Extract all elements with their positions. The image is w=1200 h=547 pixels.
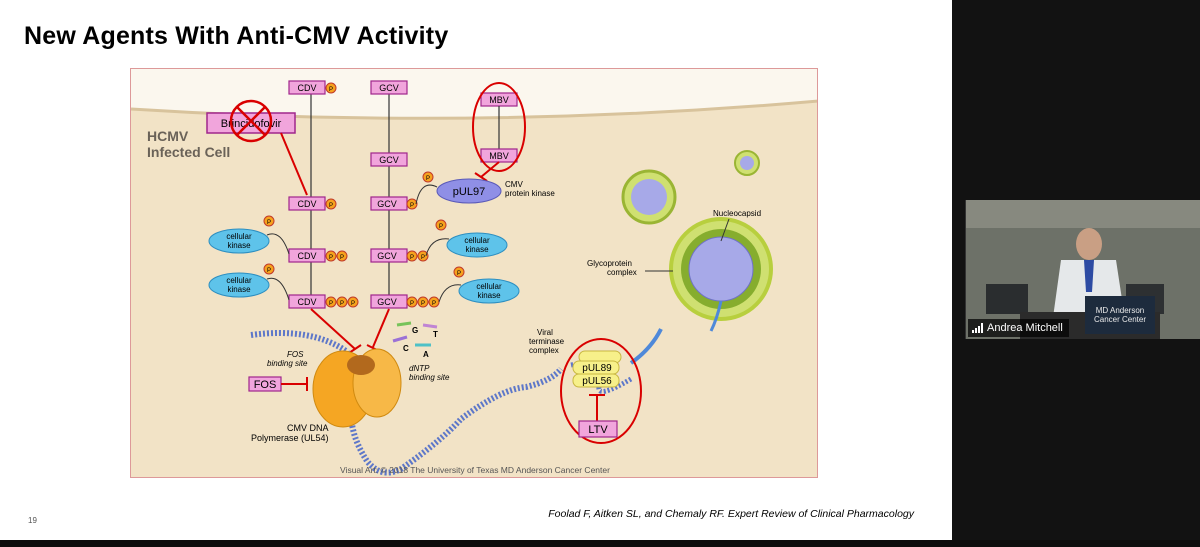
nucleotide-c: C bbox=[403, 344, 409, 353]
cdv-label: CDV bbox=[297, 297, 316, 307]
fos-binding-site-label: binding site bbox=[267, 359, 308, 368]
cdv-column: CDV P CDV P CDV P P CDV P P bbox=[288, 80, 359, 309]
cellular-kinase-label: cellular bbox=[476, 282, 502, 291]
nucleotide-g: G bbox=[412, 326, 418, 335]
wall-logo-line: MD Anderson bbox=[1095, 306, 1145, 315]
cellular-kinase-label: cellular bbox=[464, 236, 490, 245]
wall-logo-line: Cancer Center bbox=[1093, 315, 1147, 324]
wall-logo: MD Anderson Cancer Center bbox=[1085, 296, 1155, 334]
gcv-label: GCV bbox=[377, 251, 397, 261]
presentation-slide: New Agents With Anti-CMV Activity HCMV I… bbox=[0, 0, 952, 540]
terminase-label: complex bbox=[529, 346, 559, 355]
cell-label: HCMV bbox=[147, 128, 189, 144]
phosphate-icon: P bbox=[351, 301, 355, 307]
phosphate-icon: P bbox=[340, 255, 344, 261]
nucleocapsid-label: Nucleocapsid bbox=[713, 209, 761, 218]
phosphate-icon: P bbox=[340, 301, 344, 307]
participant-name: Andrea Mitchell bbox=[987, 322, 1063, 334]
dna-polymerase: FOS FOS binding site dNTP binding site C… bbox=[248, 328, 663, 476]
cellular-kinase-label: kinase bbox=[477, 291, 501, 300]
dntp-binding-site-label: dNTP bbox=[409, 364, 430, 373]
gcv-label: GCV bbox=[379, 83, 399, 93]
gcv-column: GCV GCV GCV P GCV P P GCV P P bbox=[370, 80, 440, 309]
participant-name-tag: Andrea Mitchell bbox=[968, 319, 1069, 337]
mechanism-diagram: HCMV Infected Cell CDV P CDV P CDV P bbox=[131, 69, 817, 477]
terminase-label: terminase bbox=[529, 337, 565, 346]
video-frame bbox=[966, 200, 1200, 339]
nucleotide-t: T bbox=[433, 330, 438, 339]
phosphate-icon: P bbox=[410, 203, 414, 209]
phosphate-icon: P bbox=[426, 176, 430, 182]
phosphate-icon: P bbox=[329, 203, 333, 209]
brincidofovir-crossed: Brincidofovir bbox=[206, 99, 308, 196]
cdv-label: CDV bbox=[297, 199, 316, 209]
signal-strength-icon bbox=[972, 323, 983, 333]
phosphate-icon: P bbox=[329, 255, 333, 261]
slide-title: New Agents With Anti-CMV Activity bbox=[24, 22, 449, 50]
terminase-complex: Viral terminase complex pUL89 pUL56 LTV bbox=[529, 328, 642, 444]
cellular-kinase-label: kinase bbox=[227, 241, 251, 250]
pul56-label: pUL56 bbox=[582, 376, 612, 387]
brincidofovir-label: Brincidofovir bbox=[221, 118, 282, 130]
polymerase-label: CMV DNA bbox=[287, 423, 329, 433]
cellular-kinase-label: cellular bbox=[226, 232, 252, 241]
pul97-label: pUL97 bbox=[453, 186, 485, 198]
gcv-label: GCV bbox=[379, 155, 399, 165]
cellular-kinase-label: kinase bbox=[227, 285, 251, 294]
protein-kinase-label: protein kinase bbox=[505, 189, 555, 198]
phosphate-icon: P bbox=[267, 220, 271, 226]
citation: Foolad F, Aitken SL, and Chemaly RF. Exp… bbox=[548, 508, 914, 520]
nucleotides: G T C A bbox=[392, 321, 438, 359]
phosphate-icon: P bbox=[457, 271, 461, 277]
dntp-binding-site-label: binding site bbox=[409, 373, 450, 382]
phosphate-icon: P bbox=[421, 255, 425, 261]
mbv-highlight-circle bbox=[472, 82, 526, 172]
phosphate-icon: P bbox=[439, 224, 443, 230]
fos-drug-label: FOS bbox=[254, 379, 277, 391]
phosphate-icon: P bbox=[329, 87, 333, 93]
cellular-kinases: cellular kinase P cellular kinase P cell… bbox=[208, 215, 520, 304]
prohibited-icon bbox=[229, 99, 273, 143]
polymerase-label: Polymerase (UL54) bbox=[251, 433, 329, 443]
glycoprotein-label: complex bbox=[607, 268, 637, 277]
phosphate-icon: P bbox=[421, 301, 425, 307]
figure-credit: Visual Art: © 2018 The University of Tex… bbox=[340, 465, 610, 475]
cdv-label: CDV bbox=[297, 251, 316, 261]
participant-video-tile[interactable] bbox=[965, 200, 1200, 339]
protein-kinase-label: CMV bbox=[505, 180, 523, 189]
nucleotide-a: A bbox=[423, 350, 429, 359]
virions: Nucleocapsid Glycoprotein complex bbox=[587, 150, 773, 332]
phosphate-icon: P bbox=[410, 255, 414, 261]
phosphate-icon: P bbox=[267, 268, 271, 274]
ltv-label: LTV bbox=[588, 424, 608, 436]
phosphate-icon: P bbox=[410, 301, 414, 307]
glycoprotein-label: Glycoprotein bbox=[587, 259, 632, 268]
fos-binding-site-label: FOS bbox=[287, 350, 304, 359]
ltv-highlight-circle bbox=[560, 338, 642, 444]
cdv-label: CDV bbox=[297, 83, 316, 93]
phosphate-icon: P bbox=[432, 301, 436, 307]
cmv-mechanism-figure: HCMV Infected Cell CDV P CDV P CDV P bbox=[130, 68, 818, 478]
gcv-label: GCV bbox=[377, 297, 397, 307]
cell-label: Infected Cell bbox=[147, 144, 230, 160]
cellular-kinase-label: kinase bbox=[465, 245, 489, 254]
cellular-kinase-label: cellular bbox=[226, 276, 252, 285]
pul89-label: pUL89 bbox=[582, 363, 612, 374]
bottom-bar bbox=[0, 540, 1200, 547]
mbv-label: MBV bbox=[489, 151, 509, 161]
mbv-label: MBV bbox=[489, 95, 509, 105]
phosphate-icon: P bbox=[329, 301, 333, 307]
slide-number: 19 bbox=[28, 516, 37, 525]
terminase-label: Viral bbox=[537, 328, 553, 337]
gcv-label: GCV bbox=[377, 199, 397, 209]
mbv-pathway: MBV MBV pUL97 CMV protein kinase P bbox=[415, 82, 555, 205]
